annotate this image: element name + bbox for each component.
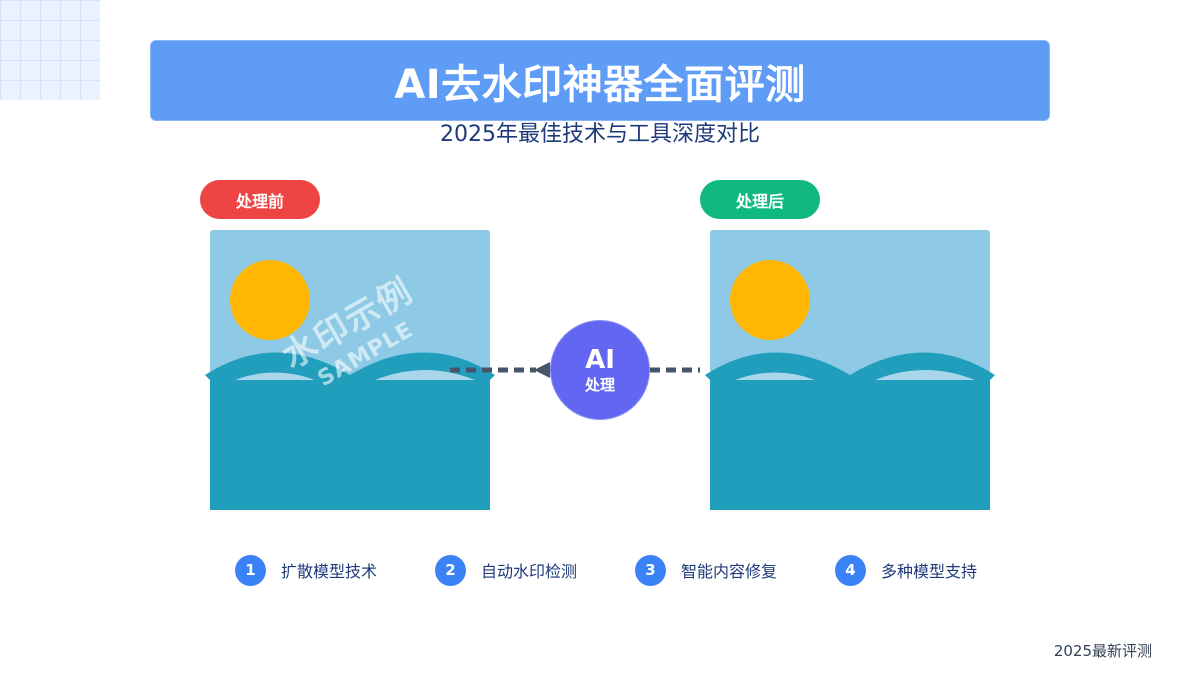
footer-note: 2025最新评测 (1053, 642, 1152, 660)
before-image: 水印示例 SAMPLE (205, 230, 495, 510)
sun-icon (730, 260, 810, 340)
landscape-illustration-icon (705, 230, 995, 510)
feature-number-badge: 3 (635, 554, 666, 586)
wave-highlight (735, 372, 815, 380)
feature-item: 2 自动水印检测 (435, 554, 577, 586)
feature-number-badge: 4 (835, 554, 866, 586)
wave-highlight (235, 372, 315, 380)
landscape-illustration-icon (205, 230, 495, 510)
ai-label: AI (585, 345, 615, 375)
ai-sublabel: 处理 (584, 376, 615, 394)
feature-list: 1 扩散模型技术 2 自动水印检测 3 智能内容修复 4 多种模型支持 (235, 554, 1035, 586)
wave-shape (705, 352, 995, 510)
title-banner: AI去水印神器全面评测 (150, 40, 1050, 121)
page-title: AI去水印神器全面评测 (394, 61, 806, 108)
feature-number-badge: 2 (435, 554, 466, 586)
feature-item: 1 扩散模型技术 (235, 554, 377, 586)
wave-shape (205, 352, 495, 510)
sun-icon (230, 260, 310, 340)
dashed-arrow-left-icon (450, 362, 700, 378)
feature-item: 3 智能内容修复 (635, 554, 777, 586)
after-image (705, 230, 995, 510)
feature-label: 扩散模型技术 (281, 562, 378, 581)
feature-item: 4 多种模型支持 (835, 554, 977, 586)
feature-label: 多种模型支持 (881, 562, 978, 581)
after-badge: 处理后 (700, 180, 820, 219)
grid-decoration (0, 0, 100, 100)
feature-label: 智能内容修复 (681, 562, 778, 581)
page-subtitle: 2025年最佳技术与工具深度对比 (440, 122, 760, 147)
feature-label: 自动水印检测 (481, 562, 578, 581)
wave-highlight (875, 370, 975, 380)
feature-number-badge: 1 (235, 554, 266, 586)
before-badge: 处理前 (200, 180, 320, 219)
ai-process-circle: AI 处理 (550, 320, 650, 420)
